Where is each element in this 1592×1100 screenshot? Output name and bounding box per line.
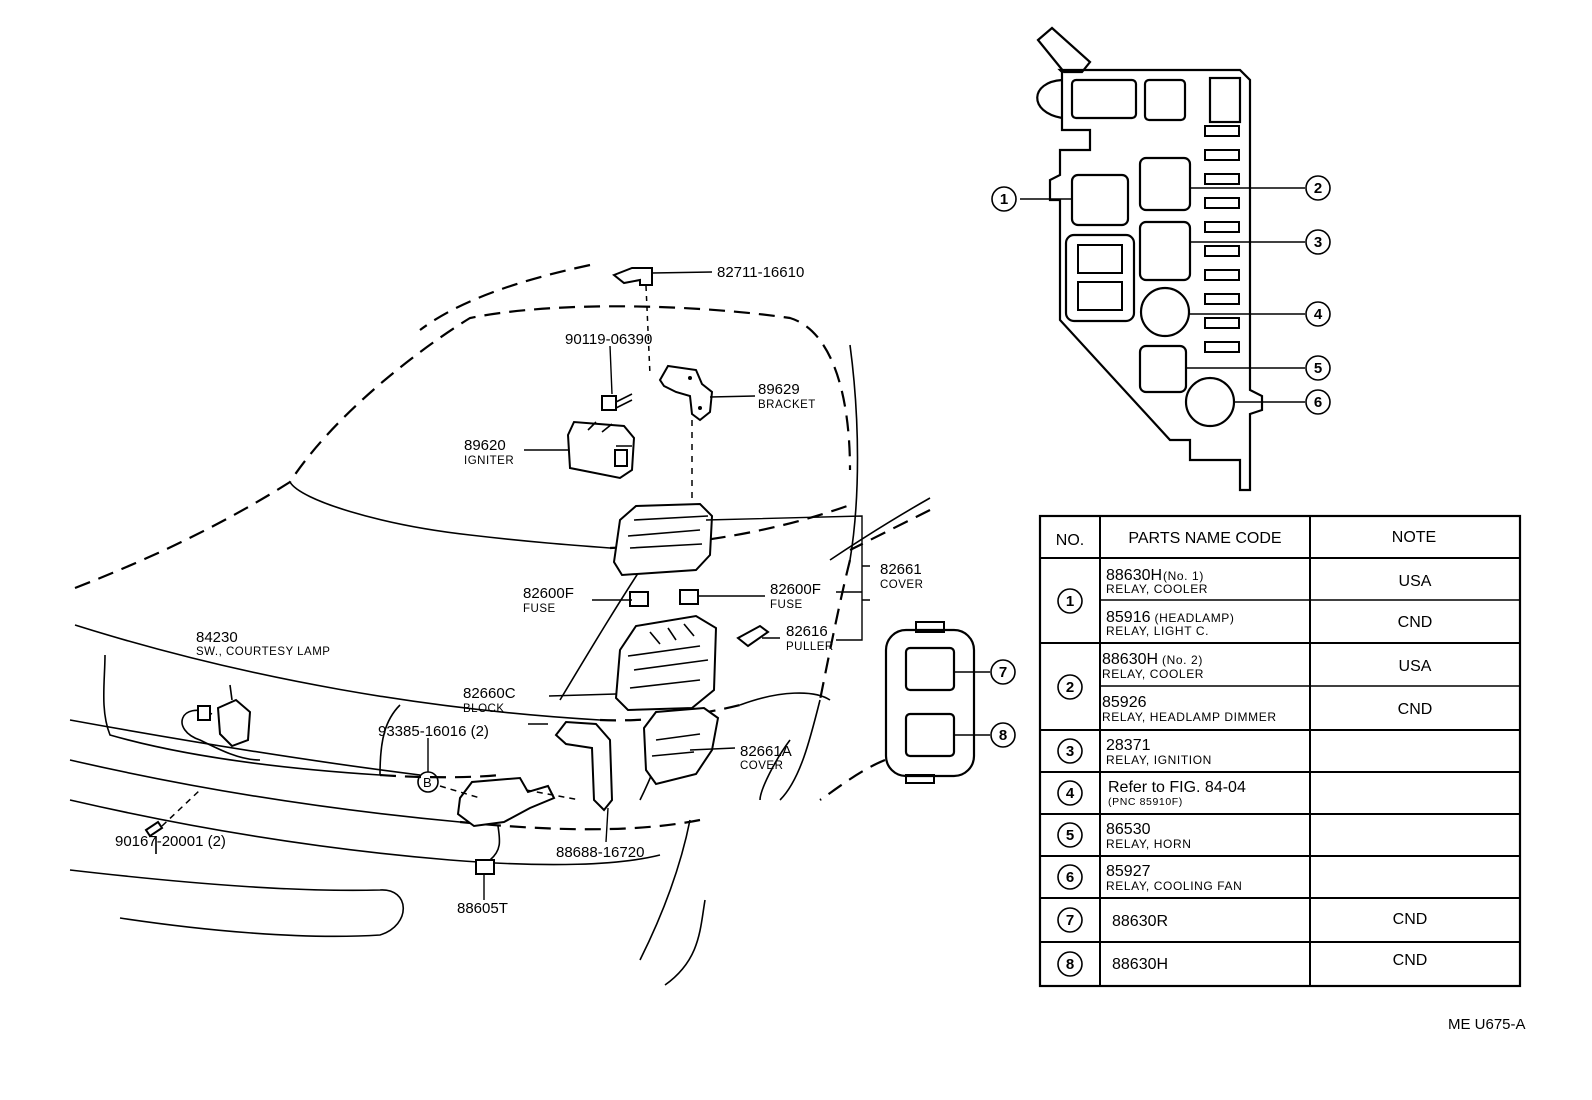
row-9-code: 88630H <box>1112 956 1168 973</box>
row-3-note: CND <box>1398 701 1433 718</box>
label-89629: 89629 <box>758 381 800 398</box>
part-bolt-90119 <box>601 393 633 411</box>
marker-4: 4 <box>1314 306 1323 323</box>
row-no-5: 5 <box>1066 827 1074 844</box>
marker-6: 6 <box>1314 394 1322 411</box>
label-82600F-left-desc: FUSE <box>523 603 556 615</box>
label-84230-desc: SW., COURTESY LAMP <box>196 646 330 658</box>
row-6-code: 86530 <box>1106 821 1151 838</box>
label-82600F-left: 82600F <box>523 585 574 602</box>
part-bracket-89629 <box>658 364 714 422</box>
row-3-desc: RELAY, HEADLAMP DIMMER <box>1102 710 1277 724</box>
label-82616-desc: PULLER <box>786 641 834 653</box>
label-88688: 88688-16720 <box>556 844 644 861</box>
row-5-code: Refer to FIG. 84-04 <box>1108 779 1246 796</box>
label-88605T: 88605T <box>457 900 508 917</box>
table-header-no: NO. <box>1056 532 1084 549</box>
row-no-6: 6 <box>1066 869 1074 886</box>
parts-table: NO. PARTS NAME CODE NOTE 1 2 3 4 5 6 7 8… <box>1038 514 1522 988</box>
marker-5: 5 <box>1314 360 1322 377</box>
row-2-code: 88630H(No. 2) <box>1102 651 1203 668</box>
label-82661A: 82661A <box>740 743 792 760</box>
row-8-code: 88630R <box>1112 913 1168 930</box>
marker-2: 2 <box>1314 180 1322 197</box>
label-90167: 90167-20001 (2) <box>115 833 226 850</box>
table-header-parts: PARTS NAME CODE <box>1128 530 1281 547</box>
row-5-desc: (PNC 85910F) <box>1108 796 1183 808</box>
label-82661-desc: COVER <box>880 579 923 591</box>
part-bracket-88688 <box>554 720 614 812</box>
marker-1: 1 <box>1000 191 1008 208</box>
label-82600F-right: 82600F <box>770 581 821 598</box>
row-no-3: 3 <box>1066 743 1074 760</box>
marker-8: 8 <box>999 727 1007 744</box>
part-switch-84230 <box>181 684 261 761</box>
row-1-desc: RELAY, LIGHT C. <box>1106 624 1209 638</box>
label-82661: 82661 <box>880 561 922 578</box>
dashed-leaders <box>161 785 581 827</box>
label-89620-desc: IGNITER <box>464 455 514 467</box>
row-7-desc: RELAY, COOLING FAN <box>1106 879 1242 893</box>
label-84230: 84230 <box>196 629 238 646</box>
row-no-2: 2 <box>1066 679 1074 696</box>
row-1-note: CND <box>1398 614 1433 631</box>
part-cover-82661A <box>642 706 720 786</box>
small-relay-box: 7 8 <box>884 621 1016 784</box>
row-4-code: 28371 <box>1106 737 1151 754</box>
row-2-desc: RELAY, COOLER <box>1102 667 1204 681</box>
part-block-82660C <box>614 614 718 712</box>
row-1-code: 85916(HEADLAMP) <box>1106 609 1235 626</box>
part-fuse-82600F-left <box>629 591 649 607</box>
marker-3: 3 <box>1314 234 1322 251</box>
label-82661A-desc: COVER <box>740 760 783 772</box>
label-93385: 93385-16016 (2) <box>378 723 489 740</box>
label-89620: 89620 <box>464 437 506 454</box>
part-screw-90167 <box>144 820 164 854</box>
row-0-desc: RELAY, COOLER <box>1106 582 1208 596</box>
label-82660C: 82660C <box>463 685 516 702</box>
row-no-4: 4 <box>1066 785 1075 802</box>
label-89629-desc: BRACKET <box>758 399 816 411</box>
label-90119: 90119-06390 <box>565 331 652 348</box>
label-82660C-desc: BLOCK <box>463 703 505 715</box>
table-header-note: NOTE <box>1392 529 1436 546</box>
label-82711: 82711-16610 <box>717 264 804 281</box>
row-no-1: 1 <box>1066 593 1074 610</box>
part-igniter-89620 <box>566 420 636 480</box>
row-9-note: CND <box>1393 952 1428 969</box>
part-cover-82661 <box>612 502 714 577</box>
row-3-code: 85926 <box>1102 694 1147 711</box>
row-no-7: 7 <box>1066 912 1074 929</box>
part-puller-82616 <box>736 624 770 648</box>
part-clip-82711 <box>612 267 653 286</box>
row-4-desc: RELAY, IGNITION <box>1106 753 1212 767</box>
marker-7: 7 <box>999 664 1007 681</box>
label-82616: 82616 <box>786 623 828 640</box>
row-6-desc: RELAY, HORN <box>1106 837 1192 851</box>
row-0-code: 88630H(No. 1) <box>1106 567 1204 584</box>
row-no-8: 8 <box>1066 956 1074 973</box>
callout-labels: 82711-16610 90119-06390 89629 BRACKET 89… <box>115 264 923 917</box>
part-connector-88605T <box>456 776 556 875</box>
label-82600F-right-desc: FUSE <box>770 599 803 611</box>
part-fuse-82600F-right <box>679 589 699 605</box>
row-7-code: 85927 <box>1106 863 1151 880</box>
label-ref-b: B <box>423 775 432 790</box>
diagram-ref-code: ME U675-A <box>1448 1016 1526 1033</box>
row-2-note: USA <box>1399 658 1432 675</box>
relay-block-layout <box>1020 26 1305 492</box>
dashed-leader <box>645 285 651 376</box>
row-8-note: CND <box>1393 911 1428 928</box>
leader-lines <box>427 271 870 900</box>
row-0-note: USA <box>1399 573 1432 590</box>
relay-position-markers: 1 2 3 4 5 6 <box>991 175 1331 415</box>
